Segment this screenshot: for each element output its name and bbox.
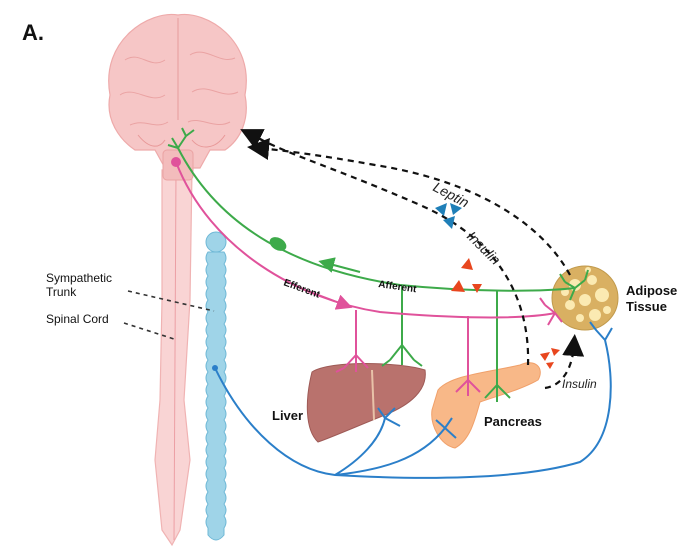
spinal-cord-label: Spinal Cord: [46, 312, 109, 326]
afferent-arrow: [318, 257, 361, 273]
efferent-nerve: [171, 157, 563, 396]
insulin-molecules: [451, 258, 482, 293]
adipose-label-line1: Adipose: [626, 283, 677, 298]
insulin-brain-arrow: [240, 129, 265, 149]
sympathetic-trunk-label-line2: Trunk: [46, 285, 77, 299]
afferent-label: Afferent: [378, 279, 418, 295]
liver: [306, 363, 426, 443]
sympathetic-nerve: [212, 321, 613, 479]
efferent-label: Efferent: [282, 277, 322, 300]
leptin-molecules: [435, 203, 462, 229]
leptin-path: [247, 138, 571, 276]
adipose-label-line2: Tissue: [626, 299, 667, 314]
insulin-local-molecules: [540, 348, 560, 369]
insulin-brain-path: [257, 137, 530, 366]
afferent-nerve: [167, 127, 589, 402]
spinal-cord-leader: [123, 322, 175, 340]
panel-label: A.: [22, 20, 44, 45]
brain: [108, 13, 247, 181]
liver-label: Liver: [272, 408, 303, 423]
spinal-cord: [154, 169, 193, 547]
pancreas: [431, 362, 541, 449]
pancreas-label: Pancreas: [484, 414, 542, 429]
sympathetic-trunk-label-line1: Sympathetic: [46, 271, 112, 285]
sympathetic-trunk-leader: [127, 290, 215, 312]
efferent-arrow: [304, 289, 353, 310]
sympathetic-trunk: [205, 231, 227, 541]
insulin-local-path: [544, 334, 585, 390]
insulin-local-label: Insulin: [562, 377, 597, 391]
